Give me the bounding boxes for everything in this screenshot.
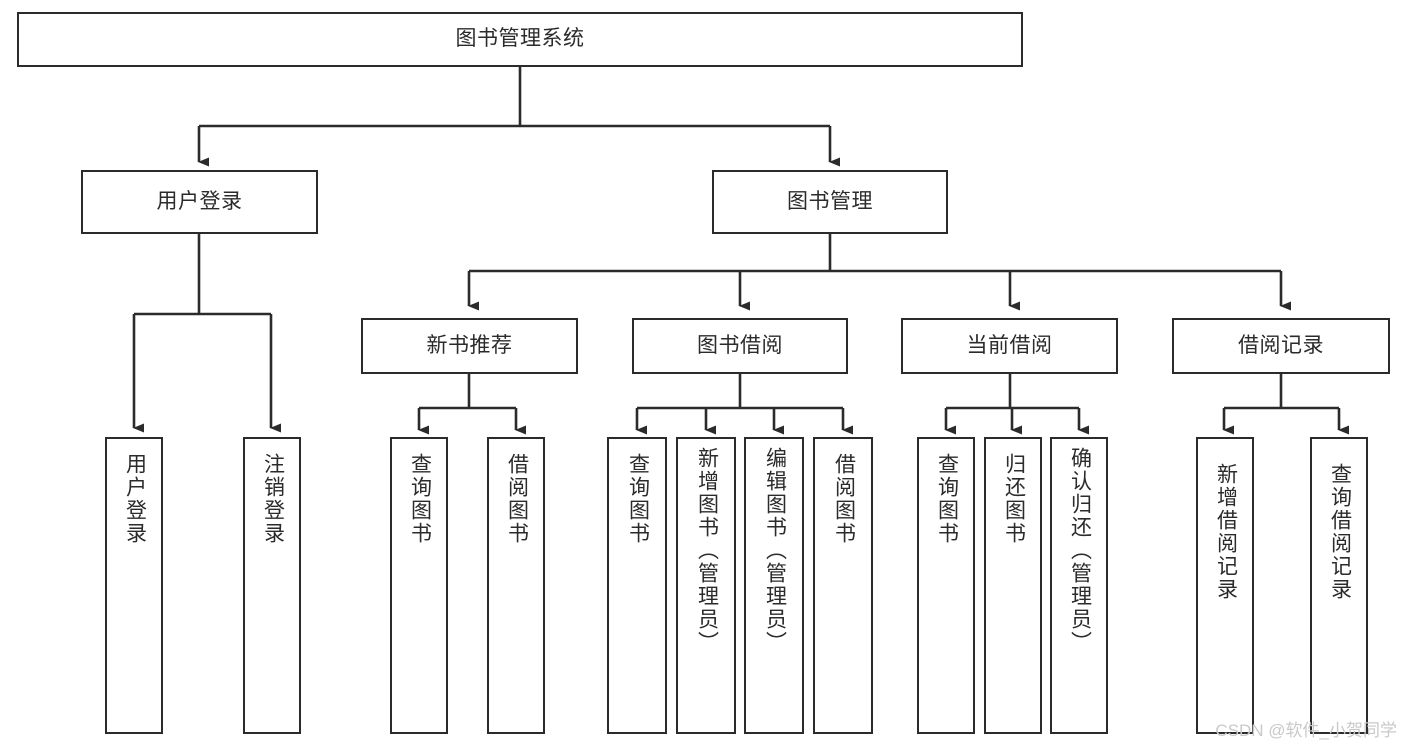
node-root[interactable]: 图书管理系统 [17, 12, 1023, 67]
leaf-current-borrow-3[interactable]: 确认归还（管理员） [1050, 437, 1108, 734]
node-new-book-recommend-label: 新书推荐 [426, 333, 513, 357]
leaf-book-borrow-4-label: 借阅图书 [832, 453, 856, 545]
leaf-borrow-record-2-label: 查询借阅记录 [1328, 463, 1352, 601]
leaf-user-login-2-label: 注销登录 [261, 453, 285, 545]
leaf-current-borrow-2[interactable]: 归还图书 [984, 437, 1042, 734]
watermark-text: CSDN @软件_小贺同学 [1215, 721, 1397, 740]
leaf-book-borrow-3-label: 编辑图书（管理员） [763, 447, 787, 654]
leaf-book-borrow-3[interactable]: 编辑图书（管理员） [744, 437, 804, 734]
leaf-borrow-record-1-label: 新增借阅记录 [1214, 463, 1238, 601]
leaf-new-book-1-label: 查询图书 [408, 453, 432, 545]
node-borrow-record-label: 借阅记录 [1238, 333, 1324, 357]
leaf-user-login-2[interactable]: 注销登录 [243, 437, 301, 734]
leaf-new-book-2-label: 借阅图书 [505, 453, 529, 545]
leaf-new-book-2[interactable]: 借阅图书 [487, 437, 545, 734]
node-current-borrow[interactable]: 当前借阅 [901, 318, 1118, 374]
node-book-borrow-label: 图书借阅 [697, 333, 783, 357]
node-current-borrow-label: 当前借阅 [966, 333, 1053, 357]
node-root-label: 图书管理系统 [455, 27, 585, 51]
leaf-new-book-1[interactable]: 查询图书 [390, 437, 448, 734]
leaf-borrow-record-1[interactable]: 新增借阅记录 [1196, 437, 1254, 734]
node-user-login-label: 用户登录 [156, 189, 243, 213]
leaf-book-borrow-2[interactable]: 新增图书（管理员） [676, 437, 736, 734]
node-user-login[interactable]: 用户登录 [81, 170, 318, 234]
node-book-management[interactable]: 图书管理 [712, 170, 948, 234]
leaf-book-borrow-1[interactable]: 查询图书 [607, 437, 667, 734]
leaf-book-borrow-4[interactable]: 借阅图书 [813, 437, 873, 734]
leaf-current-borrow-1-label: 查询图书 [935, 453, 959, 545]
leaf-borrow-record-2[interactable]: 查询借阅记录 [1310, 437, 1368, 734]
leaf-current-borrow-2-label: 归还图书 [1002, 453, 1026, 545]
node-new-book-recommend[interactable]: 新书推荐 [361, 318, 578, 374]
leaf-user-login-1-label: 用户登录 [123, 453, 147, 545]
node-borrow-record[interactable]: 借阅记录 [1172, 318, 1390, 374]
leaf-book-borrow-1-label: 查询图书 [626, 453, 650, 545]
node-book-borrow[interactable]: 图书借阅 [632, 318, 848, 374]
leaf-current-borrow-3-label: 确认归还（管理员） [1068, 447, 1092, 654]
node-book-management-label: 图书管理 [787, 189, 873, 213]
leaf-user-login-1[interactable]: 用户登录 [105, 437, 163, 734]
leaf-book-borrow-2-label: 新增图书（管理员） [695, 447, 719, 654]
leaf-current-borrow-1[interactable]: 查询图书 [917, 437, 975, 734]
